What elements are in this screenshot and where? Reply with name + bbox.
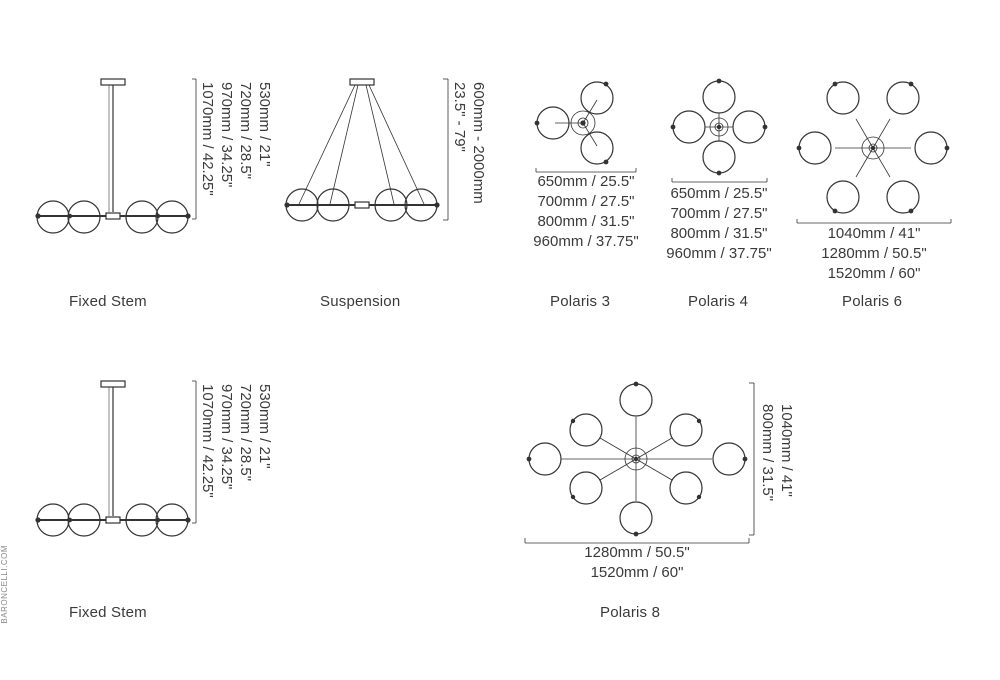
- dim-line: 1040mm / 41": [827, 225, 921, 242]
- polaris6-dims: 1040mm / 41" 1280mm / 50.5" 1520mm / 60": [811, 224, 937, 284]
- dim-line: 970mm / 34.25": [218, 384, 235, 490]
- dim-line: 650mm / 25.5": [537, 173, 635, 190]
- fixed-stem-top-drawing: [35, 78, 197, 234]
- dim-line: 800mm / 31.5": [670, 225, 768, 242]
- dim-line: 1280mm / 50.5": [821, 245, 927, 262]
- dim-line: 23.5" - 79": [451, 82, 468, 152]
- fixed-stem-bottom-caption: Fixed Stem: [69, 604, 147, 621]
- dim-line: 800mm / 31.5": [537, 213, 635, 230]
- fixed-stem-bottom-dims: 530mm / 21" 720mm / 28.5" 970mm / 34.25"…: [198, 384, 274, 498]
- dim-line: 650mm / 25.5": [670, 185, 768, 202]
- polaris4-caption: Polaris 4: [688, 293, 749, 310]
- dim-line: 1070mm / 42.25": [199, 82, 216, 196]
- dim-line: 720mm / 28.5": [237, 384, 254, 482]
- fixed-stem-top-dims: 530mm / 21" 720mm / 28.5" 970mm / 34.25"…: [198, 82, 274, 196]
- brand-label: BARONCELLI.COM: [0, 545, 9, 624]
- dim-line: 700mm / 27.5": [537, 193, 635, 210]
- dim-line: 530mm / 21": [256, 82, 273, 167]
- polaris6-caption: Polaris 6: [842, 293, 903, 310]
- fixed-stem-top-caption: Fixed Stem: [69, 293, 147, 310]
- dim-line: 1040mm / 41": [778, 404, 795, 497]
- dim-line: 1070mm / 42.25": [199, 384, 216, 498]
- dim-line: 960mm / 37.75": [666, 245, 772, 262]
- polaris3-dims: 650mm / 25.5" 700mm / 27.5" 800mm / 31.5…: [523, 172, 649, 252]
- polaris3-drawing: [534, 81, 637, 173]
- dim-line: 1280mm / 50.5": [584, 544, 690, 561]
- dim-line: 960mm / 37.75": [533, 233, 639, 250]
- dim-line: 700mm / 27.5": [670, 205, 768, 222]
- dim-line: 530mm / 21": [256, 384, 273, 469]
- dim-line: 970mm / 34.25": [218, 82, 235, 188]
- dim-line: 1520mm / 60": [590, 564, 684, 581]
- polaris3-caption: Polaris 3: [550, 293, 611, 310]
- polaris6-drawing: [796, 81, 952, 224]
- dim-line: 720mm / 28.5": [237, 82, 254, 180]
- fixed-stem-bottom-drawing: [35, 380, 197, 537]
- suspension-caption: Suspension: [320, 293, 401, 310]
- polaris8-width-dims: 1280mm / 50.5" 1520mm / 60": [572, 543, 702, 583]
- polaris4-drawing: [670, 78, 768, 183]
- polaris8-height-dims: 1040mm / 41" 800mm / 31.5": [758, 404, 796, 501]
- polaris4-dims: 650mm / 25.5" 700mm / 27.5" 800mm / 31.5…: [656, 184, 782, 264]
- dim-line: 1520mm / 60": [827, 265, 921, 282]
- polaris8-drawing: [524, 381, 755, 544]
- suspension-dims: 600mm - 2000mm 23.5" - 79": [450, 82, 488, 204]
- dim-line: 800mm / 31.5": [759, 404, 776, 502]
- dim-line: 600mm - 2000mm: [470, 82, 487, 204]
- polaris8-caption: Polaris 8: [600, 604, 661, 621]
- suspension-drawing: [284, 78, 449, 222]
